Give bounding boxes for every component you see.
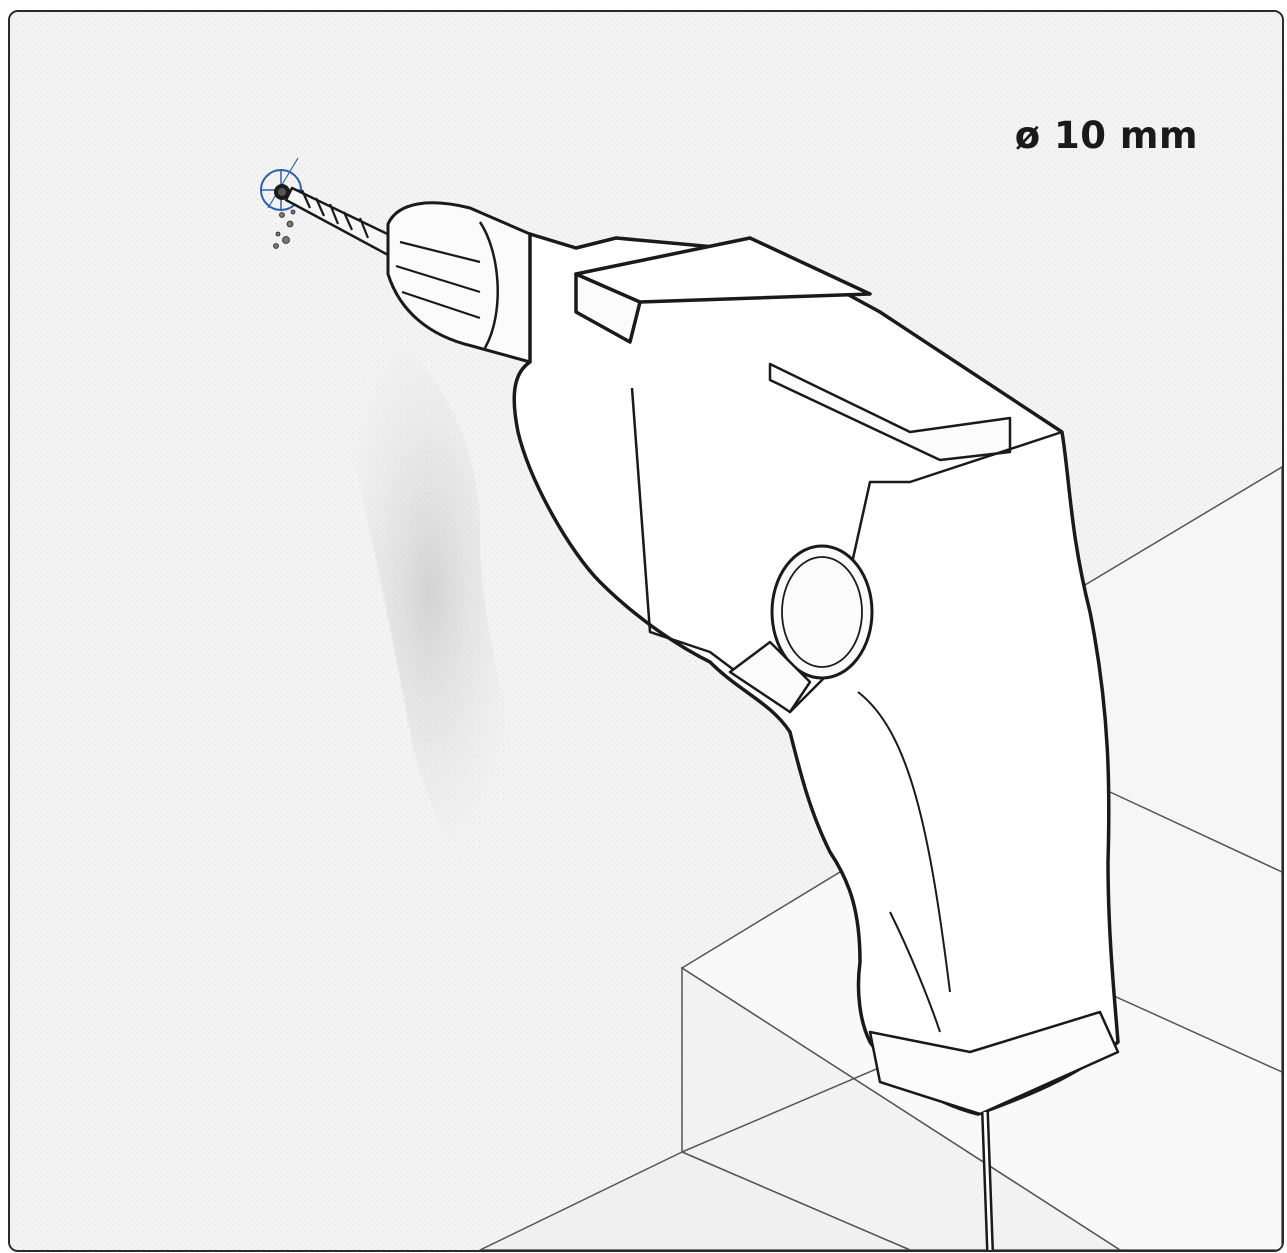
drill-shadow [329,302,530,883]
drill-body [512,232,1120,1116]
step-edge-line [1109,791,1282,873]
dust-particles [273,209,296,249]
illustration-frame: ø 10 mm [8,10,1284,1252]
drilling-scene [10,12,1282,1250]
hole-marker [260,157,302,211]
bottom-slab [479,1151,911,1250]
lower-step-front [681,966,1122,1250]
drill-trigger [728,640,812,714]
drill-bit-diameter-label: ø 10 mm [1014,114,1198,157]
drill-side-button [770,544,874,680]
